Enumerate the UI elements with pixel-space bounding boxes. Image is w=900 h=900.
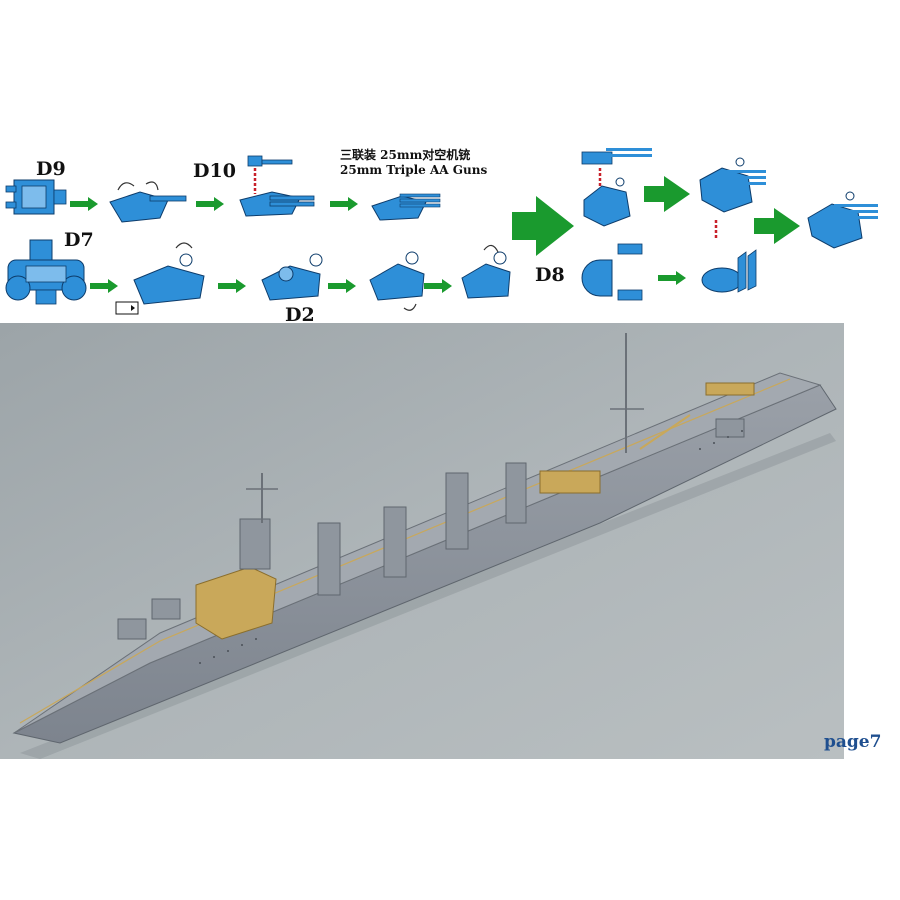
big-arrow-icon — [512, 196, 574, 256]
d2-final-icon — [461, 244, 511, 299]
gun-mount-assembled-icon — [699, 157, 766, 240]
ship-deck — [13, 372, 822, 734]
medium-arrow-icon — [754, 208, 800, 244]
label-d10: D10 — [193, 160, 236, 182]
medium-arrow-icon — [644, 176, 690, 212]
part-d7-icon — [5, 239, 87, 305]
arrow-icon — [218, 279, 246, 293]
label-d2: D2 — [285, 304, 315, 326]
d2-assembly-icon — [261, 253, 323, 301]
final-gun-icon — [807, 191, 878, 249]
funnel — [445, 472, 469, 550]
assembly-diagram — [5, 148, 878, 315]
title-chinese: 三联装 25mm对空机铳 — [340, 148, 471, 162]
gun-mount-assembly-icon — [581, 148, 652, 227]
arrow-icon — [196, 197, 224, 211]
arrow-icon — [328, 279, 356, 293]
flip-symbol-icon — [115, 301, 139, 315]
arrow-icon — [90, 279, 118, 293]
funnel — [505, 462, 527, 524]
d8-folded-icon — [701, 249, 757, 293]
arrow-icon — [424, 279, 452, 293]
arrow-icon — [330, 197, 358, 211]
title-english: 25mm Triple AA Guns — [340, 163, 488, 177]
ship-model-photo — [0, 323, 844, 759]
triple-gun-icon — [371, 193, 441, 221]
d2-fold-step-icon — [369, 251, 425, 311]
part-d9-icon — [5, 179, 67, 215]
label-d7: D7 — [64, 229, 94, 251]
arrow-icon — [70, 197, 98, 211]
label-d8: D8 — [535, 264, 565, 286]
bridge-superstructure — [195, 473, 278, 640]
d7-fold-step-icon — [133, 242, 205, 305]
page-label: page7 — [824, 732, 882, 752]
part-d8-icon — [581, 243, 643, 301]
part-d10-icon — [239, 155, 315, 217]
funnel — [317, 522, 341, 596]
fold-step-icon — [109, 181, 187, 223]
label-d9: D9 — [36, 158, 66, 180]
arrow-icon — [658, 271, 686, 285]
funnel — [383, 506, 407, 578]
